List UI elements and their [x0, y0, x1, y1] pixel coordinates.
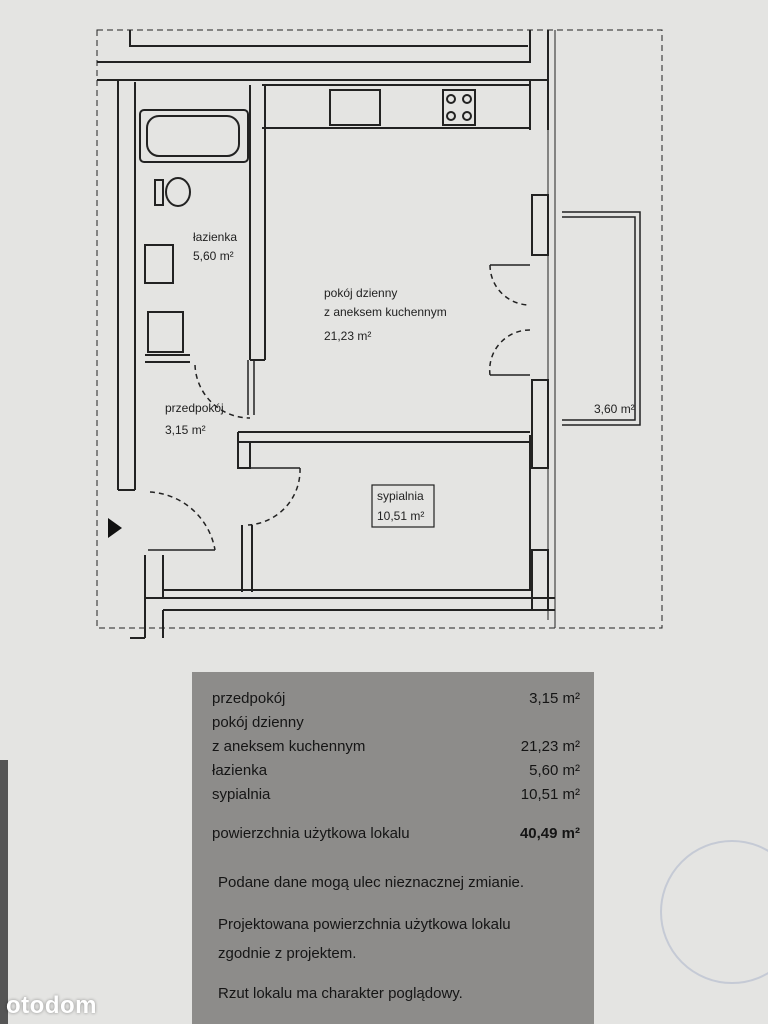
left-wall-lower — [144, 555, 164, 638]
bedroom-wall — [237, 431, 530, 469]
total-label: powierzchnia użytkowa lokalu — [212, 825, 410, 842]
hall-area: 3,15 m² — [165, 423, 206, 437]
balcony-area: 3,60 m² — [594, 402, 635, 416]
bedroom-area: 10,51 m² — [377, 509, 424, 523]
bottom-wall — [130, 597, 555, 639]
total-value: 40,49 m² — [519, 825, 580, 842]
legend-value: 21,23 m² — [520, 738, 580, 755]
legend-row: pokój dzienny — [212, 714, 580, 731]
watermark-logo: otodom — [6, 992, 97, 1019]
legend-label: z aneksem kuchennym — [212, 738, 366, 755]
stamp — [660, 840, 768, 984]
toilet-icon — [165, 177, 191, 207]
photo-edge — [0, 760, 8, 1024]
kitchen-sink-icon — [329, 89, 381, 126]
legend-value: 10,51 m² — [520, 786, 580, 803]
hall-name: przedpokój — [165, 401, 224, 415]
note: Podane dane mogą ulec nieznacznej zmiani… — [218, 874, 525, 891]
bathtub-icon — [139, 109, 249, 163]
top-wall — [97, 30, 549, 81]
legend-total-row: powierzchnia użytkowa lokalu 40,49 m² — [212, 825, 580, 842]
legend-value: 3,15 m² — [529, 690, 580, 707]
note: Projektowana powierzchnia użytkowa lokal… — [218, 916, 511, 933]
legend-row: z aneksem kuchennym 21,23 m² — [212, 738, 580, 755]
balcony — [562, 211, 641, 426]
legend-row: sypialnia 10,51 m² — [212, 786, 580, 803]
left-wall — [117, 80, 136, 491]
note: Rzut lokalu ma charakter poglądowy. — [218, 985, 463, 1002]
washer-icon — [147, 311, 184, 353]
kitchen-counter — [262, 84, 530, 129]
stove-icon — [442, 89, 476, 126]
bathroom-name: łazienka — [193, 230, 237, 244]
note: zgodnie z projektem. — [218, 945, 357, 962]
living-area: 21,23 m² — [324, 329, 371, 343]
legend-label: pokój dzienny — [212, 714, 304, 731]
legend-row: przedpokój 3,15 m² — [212, 690, 580, 707]
living-name-2: z aneksem kuchennym — [324, 305, 447, 319]
bathroom-wall — [249, 85, 266, 361]
living-name-1: pokój dzienny — [324, 286, 397, 300]
legend-label: sypialnia — [212, 786, 271, 803]
sink-icon — [144, 244, 174, 284]
legend-value: 5,60 m² — [529, 762, 580, 779]
floor-plan: łazienka 5,60 m² pokój dzienny z aneksem… — [96, 29, 663, 639]
bedroom-label-box — [371, 484, 435, 528]
right-wall-segment — [531, 379, 549, 469]
plot-boundary — [96, 29, 663, 629]
legend-label: łazienka — [212, 762, 268, 779]
bedroom-name: sypialnia — [377, 489, 424, 503]
entrance-arrow-icon — [108, 518, 122, 538]
bathroom-area: 5,60 m² — [193, 249, 234, 263]
door-swings — [149, 264, 531, 551]
legend-label: przedpokój — [212, 690, 286, 707]
top-wall-outer — [129, 30, 528, 47]
area-legend: przedpokój 3,15 m² pokój dzienny z anekse… — [192, 672, 594, 1024]
right-wall-segment — [531, 194, 549, 256]
legend-row: łazienka 5,60 m² — [212, 762, 580, 779]
